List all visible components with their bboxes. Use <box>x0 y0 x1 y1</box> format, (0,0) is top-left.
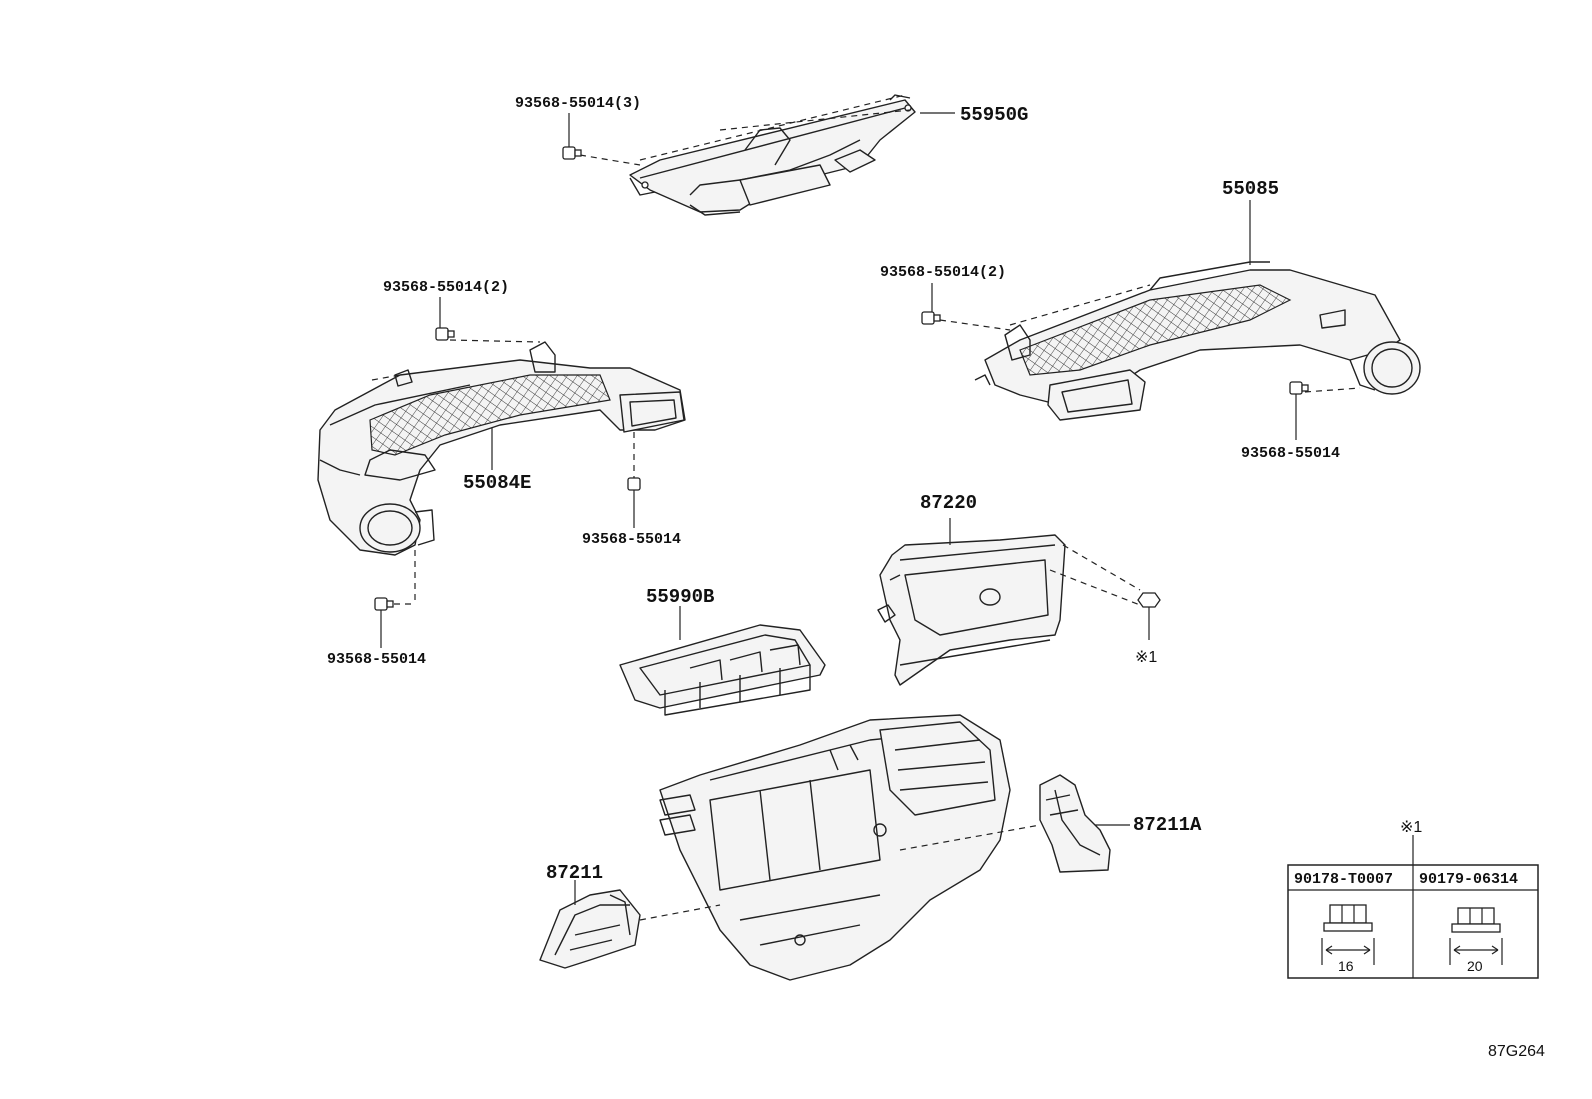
label-55085: 55085 <box>1222 178 1279 200</box>
bolt-icon <box>435 327 455 341</box>
table-dim-1: 16 <box>1338 958 1354 974</box>
hvac-unit <box>659 714 1011 981</box>
flange-nut-icon <box>1449 907 1503 965</box>
label-fastener-left-top: 93568-55014(2) <box>383 279 509 296</box>
bolt-icon <box>627 477 641 491</box>
bolt-icon <box>562 146 582 160</box>
nut-icon <box>1137 592 1161 608</box>
label-fastener-left-bottom: 93568-55014 <box>327 651 426 668</box>
tray-55990b <box>619 624 826 716</box>
duct-55950g <box>629 94 916 216</box>
label-87211a: 87211A <box>1133 814 1202 836</box>
bolt-icon <box>374 597 394 611</box>
label-55950g: 55950G <box>960 104 1028 126</box>
panel-87220 <box>877 534 1066 686</box>
label-note-1: ※1 <box>1135 649 1157 666</box>
label-fastener-left-mid: 93568-55014 <box>582 531 681 548</box>
label-table-note: ※1 <box>1400 819 1422 836</box>
fasteners <box>374 113 1309 611</box>
fastener-table: 90178-T0007 90179-06314 16 20 <box>1287 864 1539 979</box>
table-header-2: 90179-06314 <box>1419 871 1518 888</box>
label-fastener-right-top: 93568-55014(2) <box>880 264 1006 281</box>
table-header-1: 90178-T0007 <box>1294 871 1393 888</box>
label-87211: 87211 <box>546 862 603 884</box>
duct-55085 <box>974 261 1421 421</box>
label-fastener-right-bottom: 93568-55014 <box>1241 445 1340 462</box>
connection-lines <box>371 94 1414 921</box>
label-55084e: 55084E <box>463 472 531 494</box>
diagram-reference: 87G264 <box>1488 1043 1545 1060</box>
bolt-icon <box>1289 381 1309 395</box>
part-labels: 55950G 55085 55084E 87220 55990B 87211A … <box>327 95 1422 884</box>
bracket-87211a <box>1039 774 1111 873</box>
label-55990b: 55990B <box>646 586 714 608</box>
table-dim-2: 20 <box>1467 958 1483 974</box>
duct-55084e <box>317 341 686 556</box>
label-87220: 87220 <box>920 492 977 514</box>
bracket-87211 <box>539 889 641 969</box>
flange-nut-icon <box>1321 904 1375 965</box>
label-fastener-top: 93568-55014(3) <box>515 95 641 112</box>
bolt-icon <box>921 311 941 325</box>
